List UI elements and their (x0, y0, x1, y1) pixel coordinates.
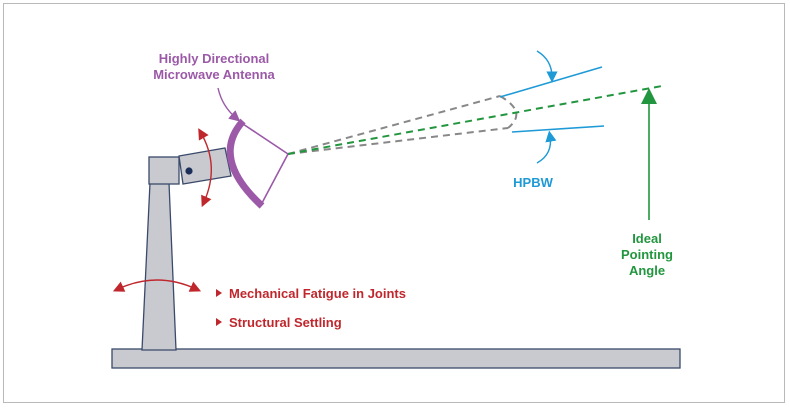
diagram-frame (3, 3, 785, 403)
dish-tilt-arrow (198, 128, 213, 208)
ground-base (111, 348, 681, 369)
tower-head (148, 156, 180, 185)
ideal-pointing-label-line1: Ideal (632, 231, 662, 246)
hpbw-label: HPBW (513, 175, 553, 190)
bullet-structural-settling: Structural Settling (229, 315, 342, 330)
support-tower (141, 182, 177, 351)
hpbw-upper-arrow (536, 50, 558, 83)
bullet-marker-2 (216, 318, 222, 326)
tower-sway-arrow (112, 279, 202, 292)
beam-centerline (287, 85, 663, 155)
hpbw-lower-arrow (536, 130, 557, 164)
beam-upper-edge (287, 95, 501, 155)
bullet-mechanical-fatigue: Mechanical Fatigue in Joints (229, 286, 406, 301)
pivot-joint (185, 167, 193, 175)
antenna-dish (226, 118, 265, 209)
ideal-pointing-label-line2: Pointing (621, 247, 673, 262)
ideal-pointing-label-line3: Angle (629, 263, 665, 278)
beam-lower-edge (287, 127, 509, 155)
antenna-label-line1: Highly Directional (159, 51, 270, 66)
bullet-marker-1 (216, 289, 222, 297)
antenna-pointer-arrow (217, 87, 241, 122)
beam-lobe-cap (499, 95, 518, 129)
hpbw-lower-line (511, 125, 605, 133)
antenna-label-line2: Microwave Antenna (153, 67, 275, 82)
antenna-mount-arm (178, 147, 232, 185)
